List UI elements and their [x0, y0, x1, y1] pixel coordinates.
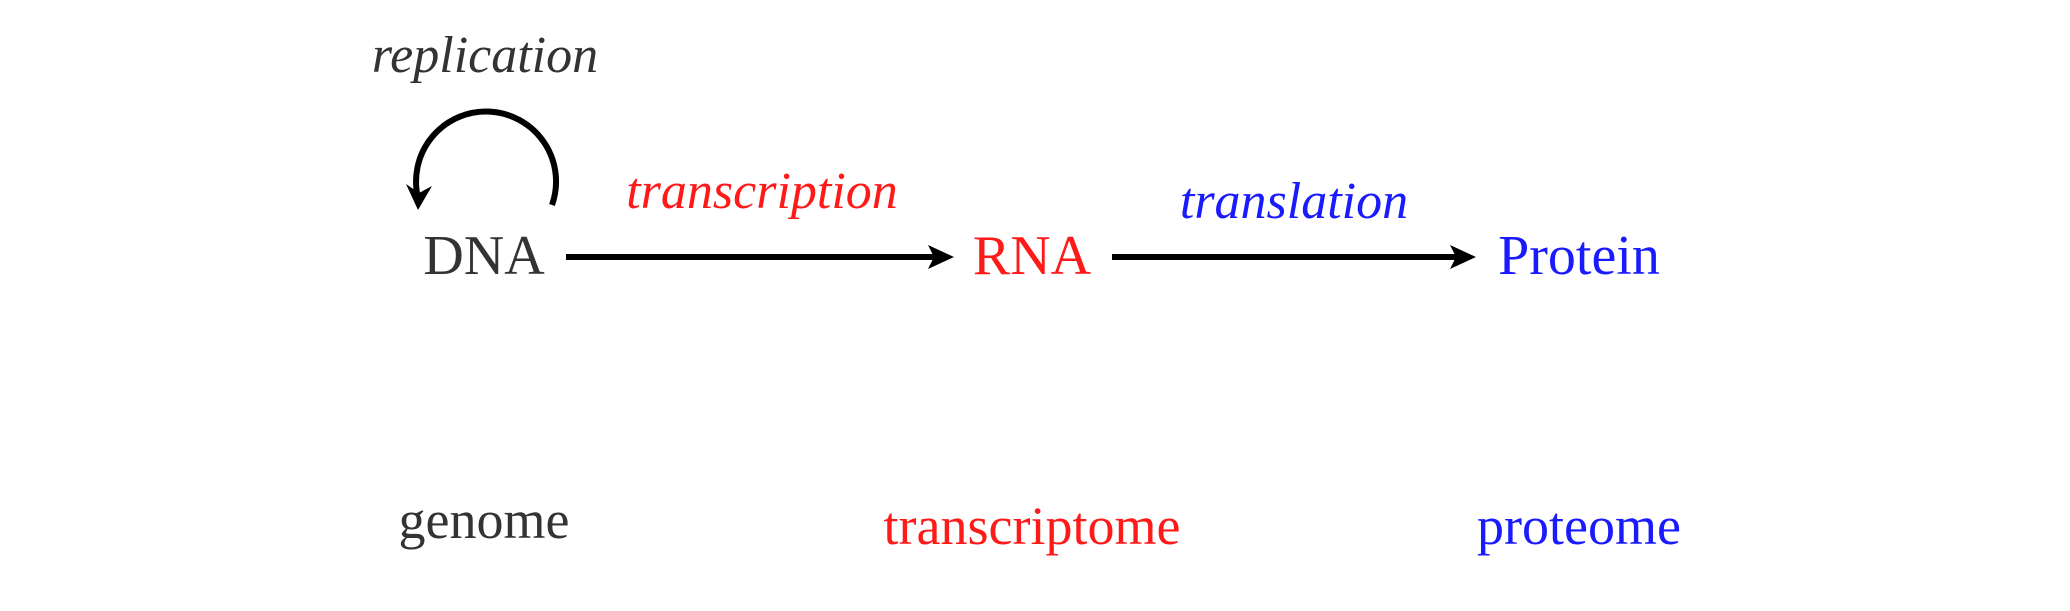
dna-node: DNA: [423, 225, 545, 287]
transcription-label: transcription: [626, 163, 898, 220]
proteome-label: proteome: [1477, 496, 1681, 556]
transcription-arrowhead: [928, 245, 954, 269]
genome-label: genome: [398, 490, 570, 550]
transcriptome-label: transcriptome: [883, 496, 1181, 556]
replication-arrowhead: [406, 184, 432, 210]
protein-node: Protein: [1498, 225, 1660, 287]
translation-label: translation: [1179, 173, 1409, 230]
replication-arrow: [413, 108, 559, 206]
rna-node: RNA: [972, 225, 1092, 287]
translation-arrowhead: [1450, 245, 1476, 269]
replication-label: replication: [371, 27, 599, 84]
